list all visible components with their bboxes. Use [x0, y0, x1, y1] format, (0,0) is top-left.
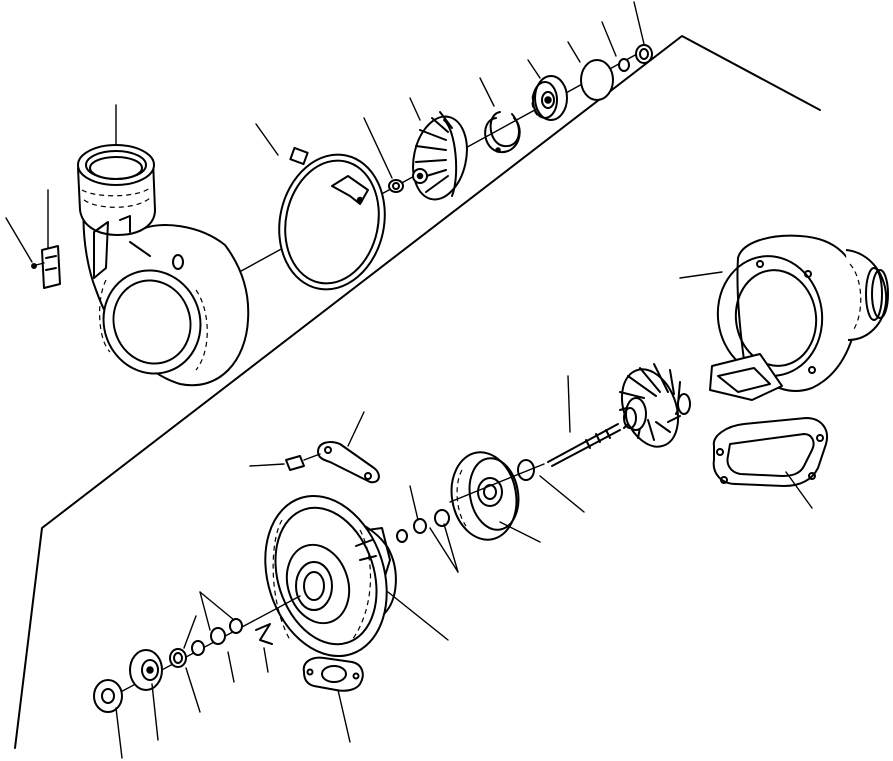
- turbine-housing: [710, 236, 888, 400]
- bracket-plate: [32, 246, 60, 288]
- deflector-bracket: [286, 442, 379, 482]
- large-retaining-ring: [267, 145, 397, 300]
- end-washer: [94, 680, 122, 712]
- spring-clip: [256, 624, 272, 644]
- o-ring-upper: [581, 60, 613, 100]
- seal-rings-middle: [397, 510, 449, 542]
- compressor-nut: [389, 180, 403, 192]
- leader-lines-lower: [116, 272, 812, 758]
- compressor-housing: [78, 145, 248, 387]
- oil-drain-gasket: [304, 658, 363, 691]
- compressor-wheel: [406, 112, 474, 205]
- turbine-gasket: [714, 418, 827, 486]
- assembly-divider-frame: [15, 36, 820, 748]
- small-snap-ring: [485, 112, 520, 152]
- leader-lines-upper: [6, 2, 644, 262]
- insert-collar: [532, 76, 567, 120]
- upper-right-axis-line: [450, 464, 544, 502]
- center-housing: [245, 480, 406, 672]
- thrust-plate: [130, 650, 162, 690]
- turbine-wheel-shaft: [548, 362, 690, 466]
- seal-washers-upper: [619, 45, 652, 71]
- piston-ring-turbine: [518, 460, 534, 480]
- thrust-washer-stack: [170, 619, 242, 667]
- heat-shield: [445, 447, 524, 545]
